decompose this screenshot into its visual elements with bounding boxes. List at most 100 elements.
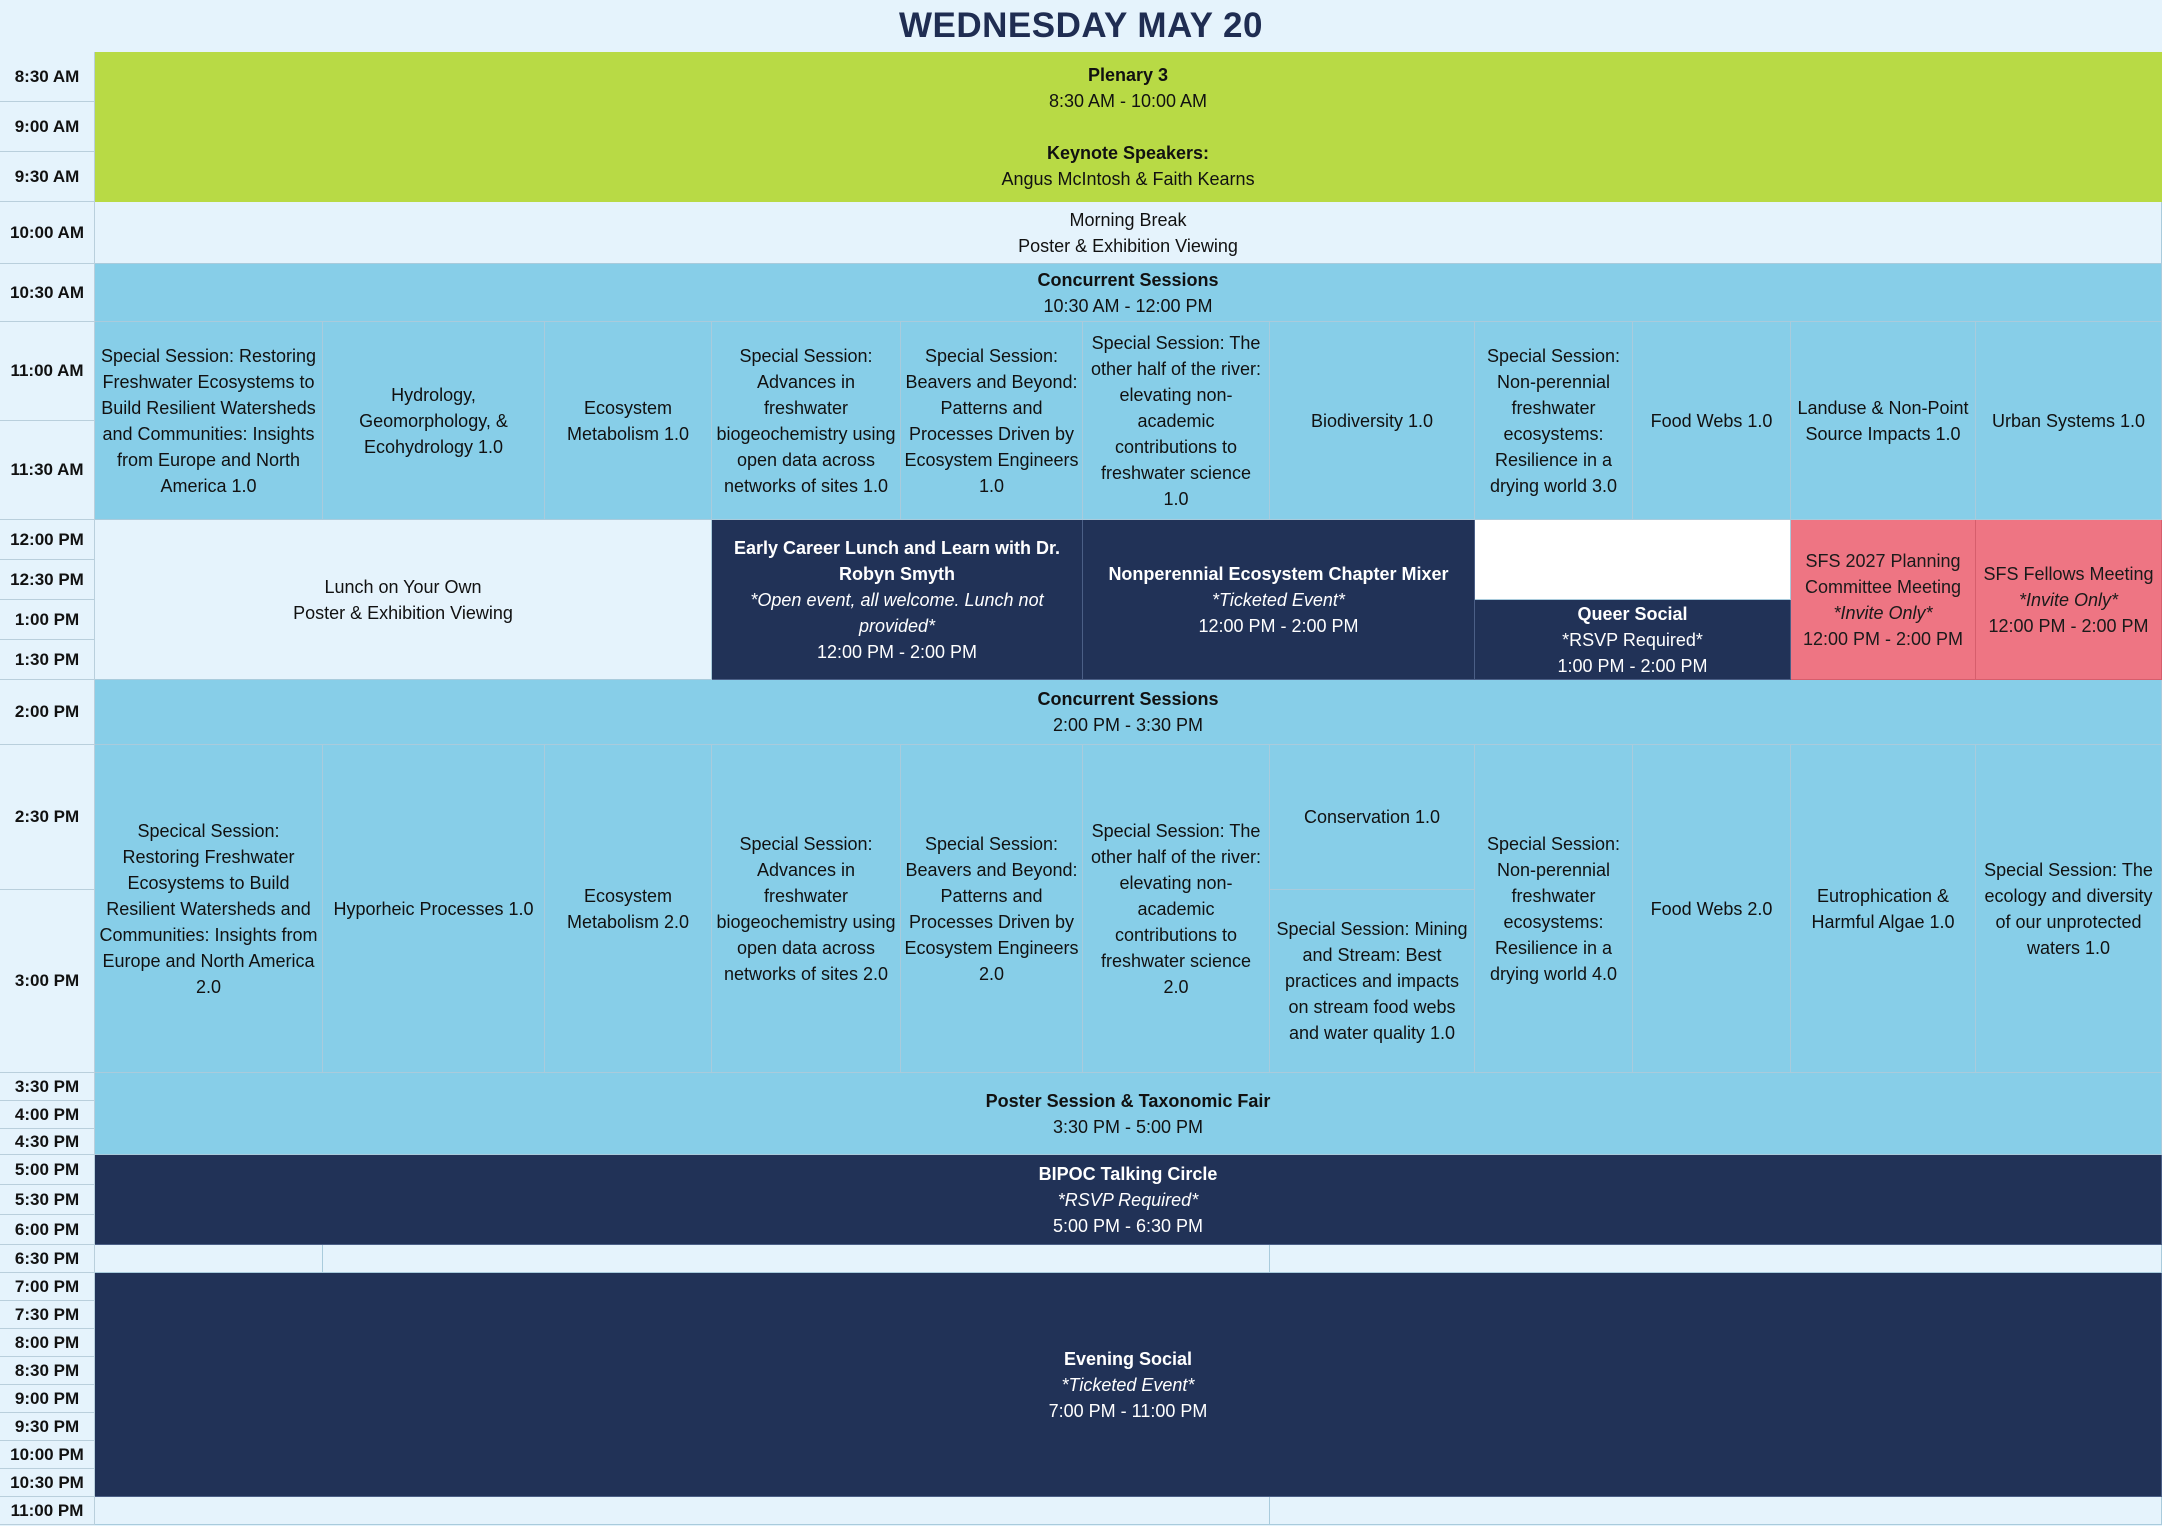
empty-cell — [1270, 1245, 2162, 1273]
session-pm-7[interactable]: Conservation 1.0 — [1270, 745, 1475, 890]
time-label: 1:00 PM — [0, 600, 95, 640]
queer-social-time: 1:00 PM - 2:00 PM — [1557, 655, 1708, 676]
concurrent-pm-title: Concurrent Sessions — [1037, 689, 1219, 709]
concurrent-sessions-pm-header: Concurrent Sessions 2:00 PM - 3:30 PM — [95, 680, 2162, 745]
time-label: 10:00 PM — [0, 1441, 95, 1469]
session-pm-1[interactable]: Specical Session: Restoring Freshwater E… — [95, 745, 323, 1073]
fellows-time: 12:00 PM - 2:00 PM — [1988, 615, 2149, 636]
time-label: 6:00 PM — [0, 1215, 95, 1245]
bipoc-time: 5:00 PM - 6:30 PM — [1052, 1215, 1204, 1236]
session-am-11[interactable]: Urban Systems 1.0 — [1976, 322, 2162, 520]
session-am-7[interactable]: Biodiversity 1.0 — [1270, 322, 1475, 520]
early-career-time: 12:00 PM - 2:00 PM — [816, 641, 978, 662]
poster-session-title: Poster Session & Taxonomic Fair — [985, 1090, 1271, 1111]
plenary-name: Plenary 3 — [1087, 64, 1169, 85]
morning-break-block: Morning Break Poster & Exhibition Viewin… — [95, 202, 2162, 264]
concurrent-pm-time: 2:00 PM - 3:30 PM — [1052, 715, 1204, 735]
queer-social-title: Queer Social — [1577, 603, 1688, 624]
concurrent-am-title: Concurrent Sessions — [1037, 269, 1219, 290]
mixer-title: Nonperennial Ecosystem Chapter Mixer — [1108, 563, 1449, 584]
sfs-fellows-meeting-event[interactable]: SFS Fellows Meeting *Invite Only* 12:00 … — [1976, 520, 2162, 680]
lunch-own-subtitle: Poster & Exhibition Viewing — [293, 602, 513, 623]
time-label: 8:30 PM — [0, 1357, 95, 1385]
evening-social-time: 7:00 PM - 11:00 PM — [1048, 1400, 1208, 1421]
keynote-names: Angus McIntosh & Faith Kearns — [1001, 168, 1255, 189]
poster-session-time: 3:30 PM - 5:00 PM — [1052, 1116, 1204, 1137]
session-am-5[interactable]: Special Session: Beavers and Beyond: Pat… — [901, 322, 1083, 520]
page-title: WEDNESDAY MAY 20 — [0, 0, 2162, 52]
early-career-lunch-event[interactable]: Early Career Lunch and Learn with Dr. Ro… — [712, 520, 1083, 680]
bipoc-title: BIPOC Talking Circle — [1038, 1163, 1218, 1184]
session-pm-2[interactable]: Hyporheic Processes 1.0 — [323, 745, 545, 1073]
empty-cell — [1270, 1497, 2162, 1525]
evening-social-title: Evening Social — [1063, 1348, 1193, 1369]
evening-social-block[interactable]: Evening Social *Ticketed Event* 7:00 PM … — [95, 1273, 2162, 1497]
time-label: 2:30 PM — [0, 745, 95, 890]
time-label: 11:30 AM — [0, 421, 95, 520]
time-label: 8:30 AM — [0, 52, 95, 102]
session-am-4[interactable]: Special Session: Advances in freshwater … — [712, 322, 901, 520]
poster-session-block: Poster Session & Taxonomic Fair 3:30 PM … — [95, 1073, 2162, 1155]
lunch-on-your-own-block: Lunch on Your Own Poster & Exhibition Vi… — [95, 520, 712, 680]
session-pm-10[interactable]: Food Webs 2.0 — [1633, 745, 1791, 1073]
time-label: 2:00 PM — [0, 680, 95, 745]
session-pm-5[interactable]: Special Session: Beavers and Beyond: Pat… — [901, 745, 1083, 1073]
session-am-1[interactable]: Special Session: Restoring Freshwater Ec… — [95, 322, 323, 520]
session-pm-12[interactable]: Special Session: The ecology and diversi… — [1976, 745, 2162, 1073]
planning-note: *Invite Only* — [1833, 602, 1933, 623]
keynote-label: Keynote Speakers: — [1046, 142, 1210, 163]
empty-cell — [95, 1497, 1270, 1525]
time-label: 11:00 AM — [0, 322, 95, 421]
time-label: 4:00 PM — [0, 1101, 95, 1129]
time-label: 5:00 PM — [0, 1155, 95, 1185]
time-label: 1:30 PM — [0, 640, 95, 680]
time-label: 11:00 PM — [0, 1497, 95, 1525]
empty-cell — [95, 1245, 323, 1273]
sfs-planning-meeting-event[interactable]: SFS 2027 Planning Committee Meeting *Inv… — [1791, 520, 1976, 680]
planning-time: 12:00 PM - 2:00 PM — [1802, 628, 1964, 649]
time-label: 9:00 AM — [0, 102, 95, 152]
session-pm-6[interactable]: Special Session: The other half of the r… — [1083, 745, 1270, 1073]
time-label: 3:00 PM — [0, 890, 95, 1073]
time-label: 8:00 PM — [0, 1329, 95, 1357]
time-label: 10:00 AM — [0, 202, 95, 264]
time-label: 12:30 PM — [0, 560, 95, 600]
session-am-10[interactable]: Landuse & Non-Point Source Impacts 1.0 — [1791, 322, 1976, 520]
morning-break-title: Morning Break — [1069, 209, 1187, 230]
time-label: 7:00 PM — [0, 1273, 95, 1301]
session-pm-8[interactable]: Special Session: Mining and Stream: Best… — [1270, 890, 1475, 1073]
time-label: 9:00 PM — [0, 1385, 95, 1413]
early-career-title: Early Career Lunch and Learn with Dr. Ro… — [733, 537, 1061, 584]
bipoc-note: *RSVP Required* — [1057, 1189, 1199, 1210]
empty-cell — [1475, 520, 1791, 600]
plenary-block: Plenary 3 8:30 AM - 10:00 AM Keynote Spe… — [95, 52, 2162, 202]
mixer-time: 12:00 PM - 2:00 PM — [1198, 615, 1359, 636]
fellows-title: SFS Fellows Meeting — [1983, 563, 2154, 584]
queer-social-note: *RSVP Required* — [1562, 629, 1703, 650]
queer-social-event[interactable]: Queer Social *RSVP Required* 1:00 PM - 2… — [1475, 600, 1791, 680]
time-label: 10:30 PM — [0, 1469, 95, 1497]
time-label: 12:00 PM — [0, 520, 95, 560]
time-label: 9:30 PM — [0, 1413, 95, 1441]
session-pm-11[interactable]: Eutrophication & Harmful Algae 1.0 — [1791, 745, 1976, 1073]
mixer-note: *Ticketed Event* — [1212, 589, 1345, 610]
time-label: 6:30 PM — [0, 1245, 95, 1273]
session-pm-9[interactable]: Special Session: Non-perennial freshwate… — [1475, 745, 1633, 1073]
time-label: 3:30 PM — [0, 1073, 95, 1101]
time-label: 5:30 PM — [0, 1185, 95, 1215]
session-am-2[interactable]: Hydrology, Geomorphology, & Ecohydrology… — [323, 322, 545, 520]
lunch-own-title: Lunch on Your Own — [324, 576, 482, 597]
session-am-9[interactable]: Food Webs 1.0 — [1633, 322, 1791, 520]
bipoc-talking-circle-block[interactable]: BIPOC Talking Circle *RSVP Required* 5:0… — [95, 1155, 2162, 1245]
session-pm-4[interactable]: Special Session: Advances in freshwater … — [712, 745, 901, 1073]
session-am-8[interactable]: Special Session: Non-perennial freshwate… — [1475, 322, 1633, 520]
early-career-note: *Open event, all welcome. Lunch not prov… — [750, 589, 1044, 636]
session-am-6[interactable]: Special Session: The other half of the r… — [1083, 322, 1270, 520]
time-label: 10:30 AM — [0, 264, 95, 322]
planning-title: SFS 2027 Planning Committee Meeting — [1804, 550, 1962, 597]
fellows-note: *Invite Only* — [2018, 589, 2119, 610]
session-am-3[interactable]: Ecosystem Metabolism 1.0 — [545, 322, 712, 520]
session-pm-3[interactable]: Ecosystem Metabolism 2.0 — [545, 745, 712, 1073]
nonperennial-mixer-event[interactable]: Nonperennial Ecosystem Chapter Mixer *Ti… — [1083, 520, 1475, 680]
